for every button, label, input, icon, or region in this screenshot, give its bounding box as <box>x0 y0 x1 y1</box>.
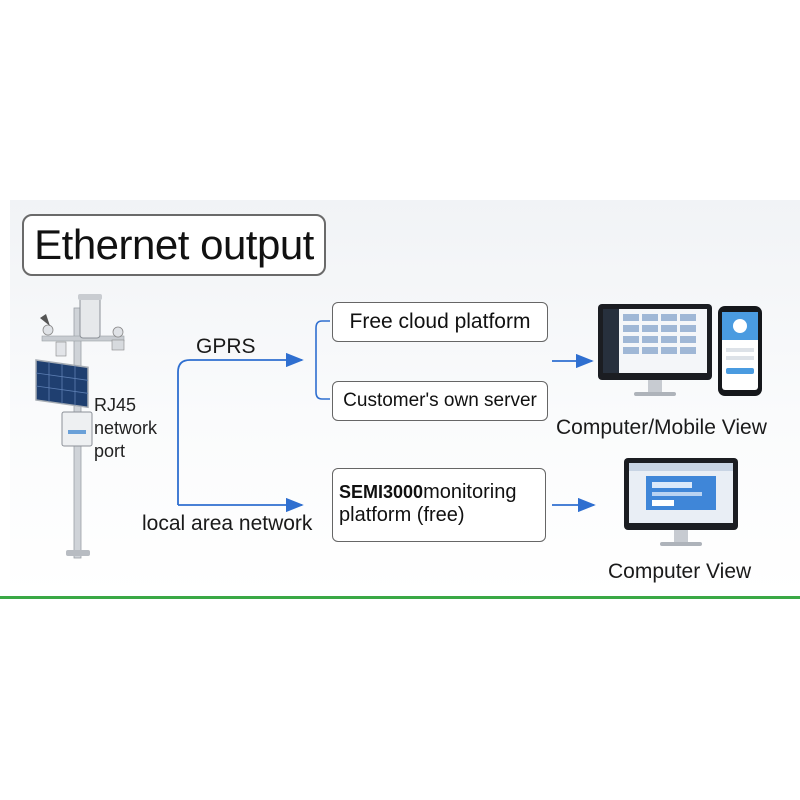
own-server-box: Customer's own server <box>332 381 548 421</box>
own-server-label: Customer's own server <box>343 390 537 411</box>
port-label-line1: RJ45 <box>94 395 137 415</box>
gprs-arrow <box>177 352 304 505</box>
port-label-line2: network <box>94 418 158 438</box>
gprs-label: GPRS <box>196 335 256 358</box>
title-box: Ethernet output <box>22 214 326 276</box>
computer-mobile-view-label: Computer/Mobile View <box>556 416 767 439</box>
semi-product-name: SEMI3000 <box>339 482 424 502</box>
diagram-title: Ethernet output <box>34 221 314 268</box>
bottom-accent-line <box>0 596 800 599</box>
branch-bracket <box>315 320 330 400</box>
port-label: RJ45 network port <box>94 394 157 463</box>
lan-label: local area network <box>142 512 313 535</box>
cloud-platform-label: Free cloud platform <box>349 310 531 333</box>
computer-view-label: Computer View <box>608 560 752 583</box>
computer-mobile-illustration <box>598 304 762 396</box>
cloud-platform-box: Free cloud platform <box>332 302 548 342</box>
semi-line1-rest: monitoring <box>423 481 517 503</box>
computer-illustration <box>624 458 738 546</box>
port-label-line3: port <box>94 441 126 461</box>
semi-line2: platform (free) <box>339 504 465 526</box>
weather-station-illustration <box>35 294 125 559</box>
semi-platform-box: SEMI3000monitoring platform (free) <box>332 468 546 542</box>
